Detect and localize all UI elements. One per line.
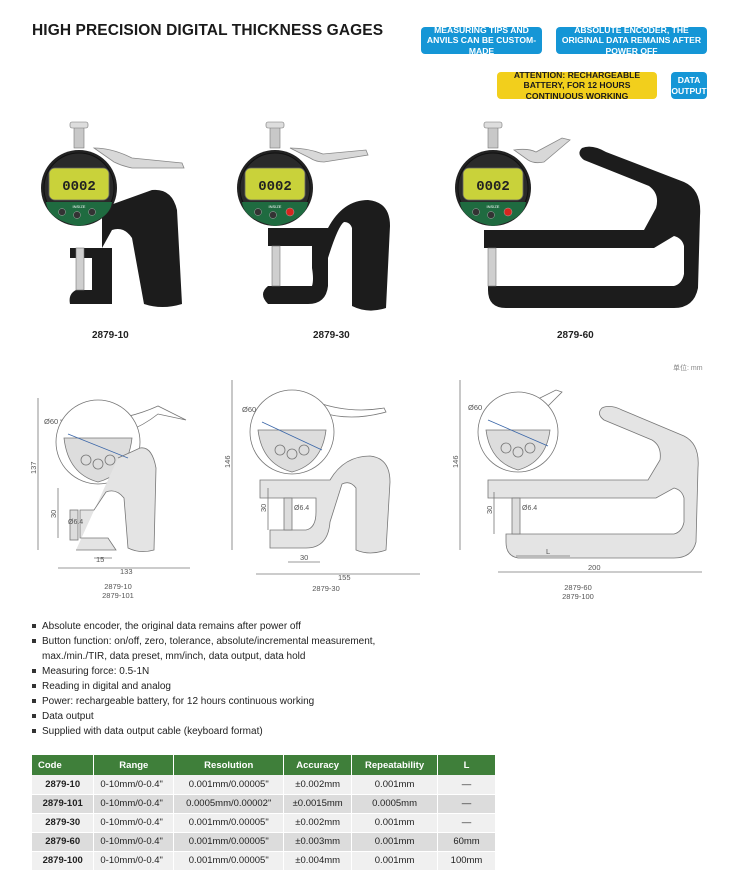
col-range: Range [93,755,175,775]
dim-width: 155 [338,573,351,582]
feature-item: Power: rechargeable battery, for 12 hour… [32,694,375,709]
feature-item: Absolute encoder, the original data rema… [32,619,375,634]
table-cell: 2879-101 [32,794,95,814]
dim-gap: L [546,547,550,556]
dim-diameter: Ø60 [44,417,58,426]
data-output-badge: DATA OUTPUT [671,72,707,99]
col-code: Code [32,755,95,775]
lcd-reading: 0002 [476,179,510,195]
drawing-caption-2: 2879-30 [306,584,346,593]
dim-tip: Ø6.4 [68,519,83,526]
col-repeatability: Repeatability [351,755,439,775]
lcd-reading: 0002 [62,179,96,195]
table-cell: 2879-100 [32,851,95,871]
table-cell: — [437,794,496,814]
technical-drawing-2879-60: Ø60 146 30 Ø6.4 L 200 [451,380,702,573]
dim-tip: Ø6.4 [522,505,537,512]
feature-item: Measuring force: 0.5-1N [32,664,375,679]
col-accuracy: Accuracy [283,755,353,775]
table-cell: 0-10mm/0-0.4" [93,775,175,795]
lcd-reading: 0002 [258,179,292,195]
feature-list: Absolute encoder, the original data rema… [32,619,375,739]
table-cell: 2879-30 [32,813,95,833]
model-label-2879-30: 2879-30 [313,330,350,341]
table-cell: 0-10mm/0-0.4" [93,851,175,871]
table-cell: 0-10mm/0-0.4" [93,813,175,833]
dim-gap: 15 [96,555,104,564]
table-cell: 0.001mm/0.00005" [173,851,285,871]
feature-item: Reading in digital and analog [32,679,375,694]
table-cell: 0.001mm [351,832,439,852]
table-cell: 2879-10 [32,775,95,795]
dim-height: 146 [223,455,232,468]
dim-width: 133 [120,567,133,576]
table-cell: 100mm [437,851,496,871]
table-cell: — [437,775,496,795]
feature-item-continuation: max./min./TIR, data preset, mm/inch, dat… [42,651,306,662]
table-cell: 0.001mm [351,775,439,795]
caption-line: 2879-30 [312,584,340,593]
table-cell: 0-10mm/0-0.4" [93,832,175,852]
dim-diameter: Ø60 [468,403,482,412]
brand-logo: INSIZE [487,204,500,209]
table-cell: 0.001mm/0.00005" [173,813,285,833]
table-cell: ±0.004mm [283,851,353,871]
table-cell: ±0.002mm [283,813,353,833]
feature-item: Supplied with data output cable (keyboar… [32,724,375,739]
table-cell: 0.0005mm/0.00002" [173,794,285,814]
brand-logo: INSIZE [269,204,282,209]
page-title: HIGH PRECISION DIGITAL THICKNESS GAGES [32,22,384,39]
custom-tips-badge: MEASURING TIPS AND ANVILS CAN BE CUSTOM-… [421,25,542,56]
drawing-caption-3: 2879-60 2879-100 [558,583,598,601]
col-resolution: Resolution [173,755,285,775]
col-l: L [437,755,496,775]
table-cell: 0.001mm [351,851,439,871]
dim-height: 137 [29,461,38,474]
table-cell: 60mm [437,832,496,852]
feature-item: Data output [32,709,375,724]
table-cell: 2879-60 [32,832,95,852]
table-cell: ±0.003mm [283,832,353,852]
dim-depth: 30 [485,506,494,514]
caption-line: 2879-60 [564,583,592,592]
technical-drawing-2879-10: Ø60 137 30 Ø6.4 15 133 [29,398,190,576]
model-label-2879-60: 2879-60 [557,330,594,341]
product-photo-2879-30: 0002 INSIZE [237,121,390,311]
caption-line: 2879-100 [562,592,594,601]
table-cell: 0.0005mm [351,794,439,814]
drawing-caption-1: 2879-10 2879-101 [98,582,138,600]
battery-badge: ATTENTION: RECHARGEABLE BATTERY, FOR 12 … [497,70,657,101]
table-cell: 0.001mm/0.00005" [173,832,285,852]
dim-diameter: Ø60 [242,405,256,414]
table-cell: 0.001mm [351,813,439,833]
unit-note: 单位: mm [673,365,703,372]
technical-drawing-2879-30: Ø60 146 30 Ø6.4 30 155 [223,380,420,582]
product-photo-2879-60: 0002 INSIZE [455,121,701,308]
table-cell: ±0.002mm [283,775,353,795]
model-label-2879-10: 2879-10 [92,330,129,341]
encoder-badge: ABSOLUTE ENCODER, THE ORIGINAL DATA REMA… [556,25,707,56]
table-cell: ±0.0015mm [283,794,353,814]
brand-logo: INSIZE [73,204,86,209]
dim-gap: 30 [300,553,308,562]
dim-tip: Ø6.4 [294,505,309,512]
caption-line: 2879-10 [104,582,132,591]
dim-width: 200 [588,563,601,572]
table-cell: — [437,813,496,833]
table-cell: 0-10mm/0-0.4" [93,794,175,814]
product-photo-2879-10: 0002 INSIZE [41,121,185,307]
caption-line: 2879-101 [102,591,134,600]
table-cell: 0.001mm/0.00005" [173,775,285,795]
dim-height: 146 [451,455,460,468]
feature-item: Button function: on/off, zero, tolerance… [32,634,375,649]
dim-depth: 30 [259,504,268,512]
table-header-row: Code Range Resolution Accuracy Repeatabi… [32,755,496,775]
spec-table: Code Range Resolution Accuracy Repeatabi… [32,755,496,871]
dim-depth: 30 [49,510,58,518]
